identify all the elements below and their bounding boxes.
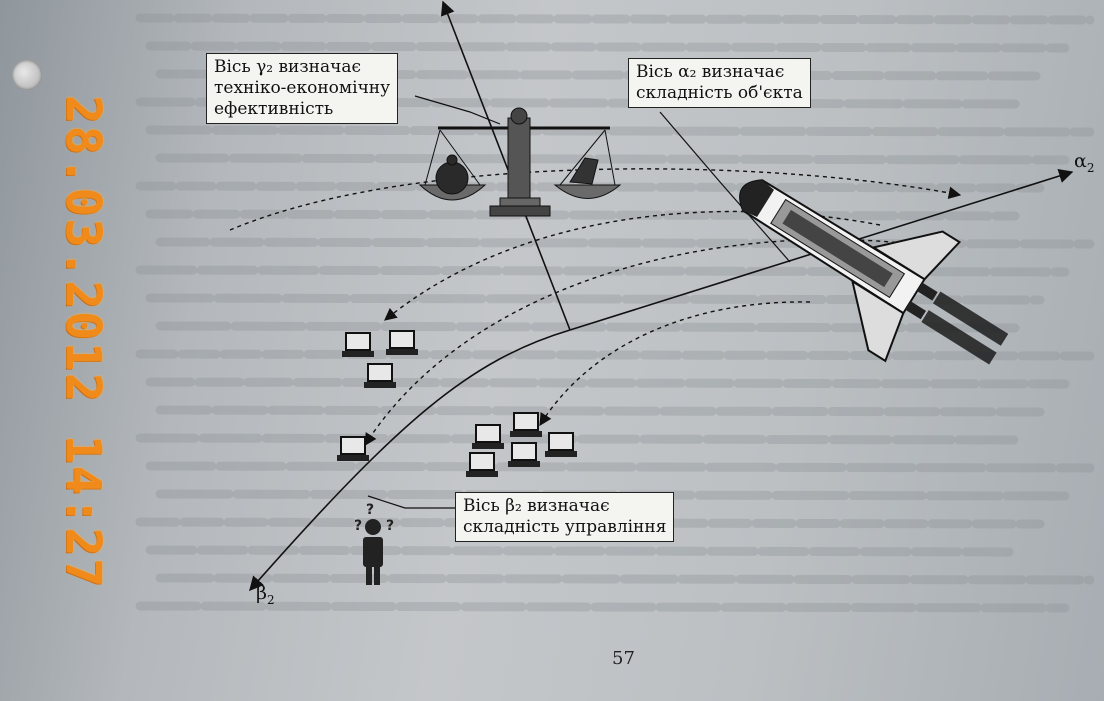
- beta-callout-line: складність управління: [463, 517, 667, 537]
- gamma-callout-line: техніко-економічну: [214, 78, 391, 98]
- gamma-callout-line: Вісь γ₂ визначає: [214, 57, 362, 77]
- computer-icon: [386, 330, 418, 355]
- callout-leaders: [367, 95, 791, 509]
- ghost-text-line: [145, 209, 1020, 221]
- beta-axis-subscript: 2: [266, 592, 275, 607]
- ghost-text-line: [135, 13, 1095, 25]
- ghost-text-line: [155, 405, 1045, 417]
- computer-single: [337, 436, 369, 461]
- alpha-callout: Вісь α₂ визначає складність об'єкта: [628, 58, 811, 108]
- money-bag-icon: [435, 161, 469, 195]
- ghost-text-line: [135, 433, 1020, 445]
- beta-axis: [249, 329, 571, 592]
- computer-icon: [342, 332, 374, 357]
- camera-timestamp-text: 28.03.2012 14:27: [55, 94, 111, 590]
- dashed-arrow-top: [229, 168, 962, 231]
- dashed-arrow-to-computers: [384, 210, 881, 321]
- alpha-callout-line: Вісь α₂ визначає: [636, 62, 785, 82]
- beta-callout: Вісь β₂ визначає складність управління: [455, 492, 675, 542]
- alpha-leader: [659, 111, 791, 263]
- ghost-text-line: [145, 545, 1020, 557]
- alpha-axis-symbol: α: [1074, 150, 1087, 172]
- beta-leader: [367, 495, 455, 509]
- computer-icon: [472, 424, 504, 449]
- dashed-arrow-to-single-computer: [364, 238, 921, 447]
- ghost-text-line: [135, 349, 1095, 361]
- camera-timestamp: 28.03.2012 14:27: [55, 52, 111, 632]
- svg-text:?: ?: [366, 502, 374, 518]
- beta-axis-label: β2: [256, 582, 275, 607]
- ghost-text-line: [145, 125, 1095, 137]
- computer-cluster-top: [342, 330, 418, 388]
- alpha-callout-line: складність об'єкта: [636, 83, 803, 103]
- dashed-arrow-to-computer-group: [539, 301, 811, 427]
- punch-hole: [12, 60, 42, 90]
- ghost-text-line: [155, 573, 1095, 585]
- exhaust-plume-left: [921, 310, 997, 365]
- person-with-questions-icon: ? ? ?: [354, 502, 394, 585]
- ghost-text-line: [145, 461, 1095, 473]
- beta-callout-line: Вісь β₂ визначає: [463, 496, 610, 516]
- ghost-text-line: [145, 377, 1070, 389]
- computer-icon: [466, 452, 498, 477]
- beta-axis-symbol: β: [256, 582, 267, 604]
- gamma-leader: [414, 95, 501, 125]
- gamma-callout: Вісь γ₂ визначає техніко-економічну ефек…: [206, 53, 399, 124]
- computer-icon: [364, 363, 396, 388]
- computer-icon: [510, 412, 542, 437]
- computer-cluster-bottom: [466, 412, 577, 477]
- page-number: 57: [612, 648, 635, 669]
- alpha-axis-subscript: 2: [1086, 160, 1095, 175]
- computer-icon: [508, 442, 540, 467]
- alpha-axis-label: α2: [1074, 150, 1094, 175]
- computer-icon: [337, 436, 369, 461]
- dashed-arrows: [229, 168, 962, 447]
- computer-icon: [545, 432, 577, 457]
- ghost-text-line: [145, 41, 1070, 53]
- gamma-axis: [440, 0, 571, 331]
- balance-scale-icon: [418, 107, 622, 217]
- ghost-text-line: [155, 153, 1070, 165]
- svg-text:?: ?: [354, 518, 362, 534]
- ghost-text-line: [135, 601, 1070, 613]
- gamma-callout-line: ефективність: [214, 99, 334, 119]
- exhaust-plume-right: [933, 291, 1009, 346]
- svg-text:?: ?: [386, 518, 394, 534]
- shuttle-on-scale-icon: [569, 157, 599, 185]
- space-shuttle-icon: [739, 179, 1009, 365]
